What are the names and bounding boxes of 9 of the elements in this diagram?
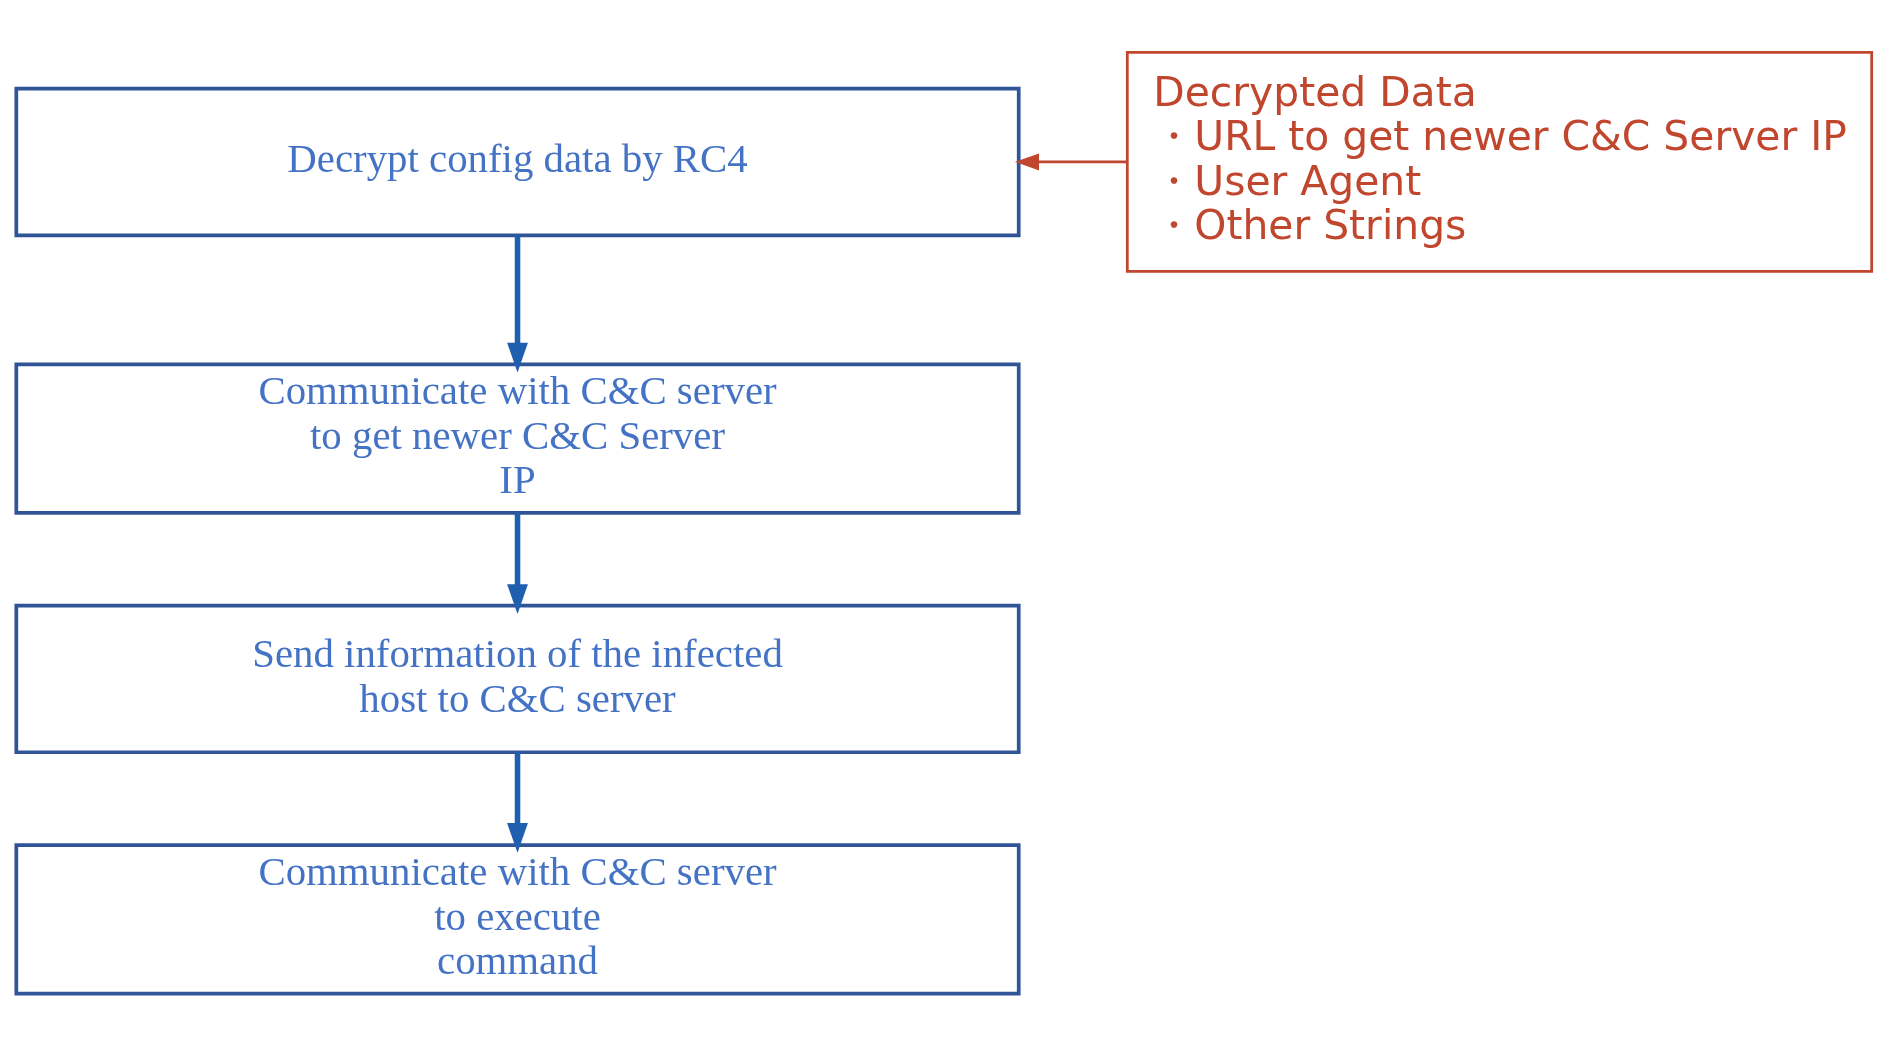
- node-box: Decrypted Data ・URL to get newer C&C Server IP ・User Agent ・Other Strings: [1125, 50, 1874, 273]
- arrow: [507, 512, 528, 614]
- arrow: [507, 751, 528, 853]
- node-box: Communicate with C&C server to execute command: [14, 842, 1021, 995]
- node-box: Communicate with C&C server to get newer C&C Server IP: [14, 361, 1021, 515]
- node-box: Decrypt config data by RC4: [14, 86, 1021, 237]
- arrow: [1014, 153, 1127, 170]
- arrow: [507, 235, 528, 372]
- node-box: Send information of the infected host to C&C server: [14, 603, 1021, 754]
